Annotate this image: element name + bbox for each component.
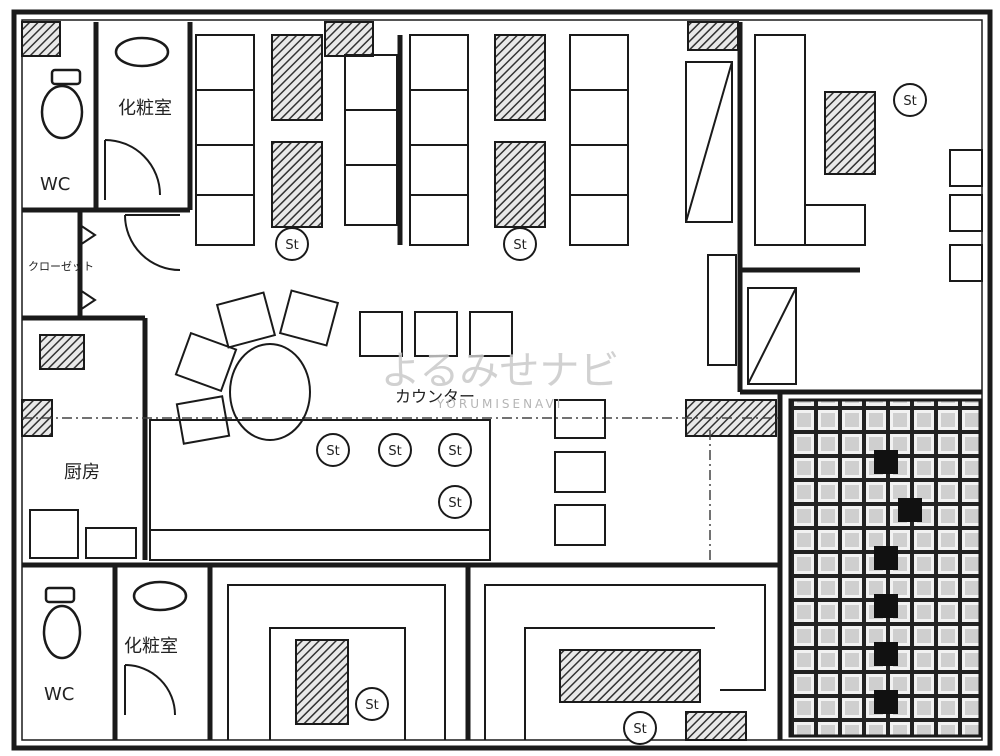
- seat-marker-label: St: [448, 496, 461, 511]
- label-kitchen: 厨房: [64, 462, 100, 483]
- counter-area: [29, 289, 606, 561]
- label-closet: クローゼット: [28, 260, 94, 273]
- watermark-sub: YORUMISENAVI: [436, 397, 564, 411]
- sofa-booths-bottom: [227, 584, 766, 740]
- tiled-floor: [788, 398, 982, 738]
- room-labels: WC WC 化粧室 化粧室 クローゼット 厨房 カウンター: [28, 98, 475, 705]
- label-counter: カウンター: [395, 387, 475, 406]
- seat-marker-labels: St St St St St St St St St: [285, 94, 916, 737]
- grid-lines: [22, 417, 780, 560]
- seat-marker-label: St: [365, 698, 378, 713]
- label-powder-bottom: 化粧室: [124, 636, 178, 657]
- seat-marker-label: St: [633, 722, 646, 737]
- watermark-logo: よるみせナビ YORUMISENAVI: [381, 348, 620, 411]
- seat-marker-label: St: [448, 444, 461, 459]
- seat-markers: [275, 83, 927, 745]
- label-powder-top: 化粧室: [118, 98, 172, 119]
- tables: [39, 34, 876, 725]
- label-wc-top: WC: [40, 174, 70, 195]
- toilet-fixtures: [40, 36, 188, 660]
- label-wc-bottom: WC: [44, 684, 74, 705]
- outer-walls: [11, 9, 993, 751]
- watermark-main: よるみせナビ: [381, 348, 620, 394]
- interior-walls: [22, 22, 982, 740]
- doors: [79, 139, 181, 716]
- seat-marker-label: St: [513, 238, 526, 253]
- seat-marker-label: St: [388, 444, 401, 459]
- sofa-booths-top: [195, 34, 983, 282]
- seat-marker-label: St: [903, 94, 916, 109]
- seat-marker-label: St: [285, 238, 298, 253]
- cabinets: [685, 61, 797, 385]
- seat-marker-label: St: [326, 444, 339, 459]
